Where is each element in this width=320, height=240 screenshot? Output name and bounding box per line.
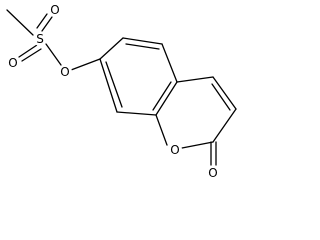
bond-c3-c2: [212, 108, 237, 143]
bond-ring-c6-c5-inner: [125, 43, 160, 50]
bonds: [6, 9, 237, 166]
atom-labels: S O O O O O: [6, 3, 220, 180]
sulfonyl-oxygen-right-label: O: [50, 3, 59, 17]
sulfonyl-oxygen-left-label: O: [8, 56, 17, 70]
bond-ring-c7-c6: [99, 37, 124, 60]
bond-sulfur-oxygen-right-b: [41, 16, 53, 32]
bond-ring-c8-c7-inner: [105, 61, 123, 108]
sulfur-atom-label: S: [36, 32, 44, 46]
bond-ring-c8a-c8: [116, 111, 157, 116]
bond-sulfur-ester-oxygen: [45, 43, 62, 66]
bond-ring-c6-c5: [122, 37, 163, 45]
bond-sulfur-oxygen-left-b: [21, 48, 42, 62]
bond-ester-oxygen-ring: [70, 58, 101, 71]
bond-c4-c3-inner: [211, 83, 231, 111]
bond-ring-c8-c7: [99, 58, 118, 113]
bond-sulfur-oxygen-left-a: [18, 44, 38, 58]
bond-sulfur-oxygen-right-a: [36, 13, 48, 29]
bond-c4a-c4: [176, 76, 214, 83]
methanesulfonate-coumarin-structure: S O O O O O: [6, 3, 237, 180]
ester-oxygen-label: O: [60, 65, 69, 79]
bond-ring-c4a-c8a: [155, 81, 178, 116]
bond-ring-oxygen-c8a: [155, 114, 168, 146]
bond-ring-c4a-c8a-inner: [152, 81, 172, 111]
ring-oxygen-label: O: [170, 143, 179, 157]
bond-ring-c5-c4a: [161, 43, 178, 83]
bond-c4-c3: [212, 76, 237, 110]
bond-c2-ring-oxygen: [181, 141, 214, 149]
bond-methyl-sulfur: [6, 9, 34, 36]
carbonyl-oxygen-label: O: [208, 166, 217, 180]
